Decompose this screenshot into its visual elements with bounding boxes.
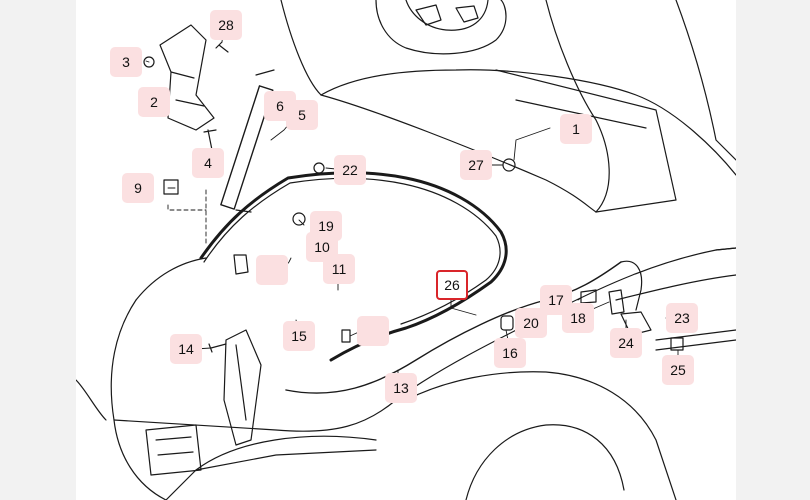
- callout-1[interactable]: 1: [560, 114, 592, 144]
- part-14-clip: [500, 315, 514, 331]
- part-9-clip: [163, 179, 179, 195]
- callout-13[interactable]: 15: [283, 321, 315, 351]
- part-19-clip: [580, 289, 597, 304]
- callout-9[interactable]: 9: [122, 173, 154, 203]
- car-body-outline: [110, 299, 167, 500]
- part-16-bracket: [608, 289, 625, 315]
- callout-14[interactable]: 16: [494, 338, 526, 368]
- left-margin: [0, 0, 76, 500]
- callout-23[interactable]: 25: [662, 355, 694, 385]
- part-12-bolt: [208, 343, 227, 353]
- hinge-upper: [159, 24, 215, 131]
- part-23-clip: [670, 337, 684, 351]
- part-26-bolt: [215, 41, 229, 53]
- hood-seal: [199, 171, 508, 362]
- callout-4[interactable]: 4: [192, 148, 224, 178]
- callout-15[interactable]: 13: [385, 373, 417, 403]
- callout-16[interactable]: 18: [562, 303, 594, 333]
- callout-3[interactable]: 3: [110, 47, 142, 77]
- callout-2[interactable]: 2: [138, 87, 170, 117]
- release-cable: [285, 261, 622, 394]
- part-3-nut: [143, 56, 155, 68]
- part-20-buffer: [313, 162, 325, 174]
- lock-carrier: [223, 329, 262, 446]
- part-27-switch: [341, 329, 351, 343]
- callout-24-selected[interactable]: 26: [436, 270, 468, 300]
- callout-5[interactable]: 5: [286, 100, 318, 130]
- grille: [145, 424, 202, 476]
- hood-assembly-drawing: [76, 0, 736, 500]
- callout-27[interactable]: [357, 316, 389, 346]
- callout-26[interactable]: 28: [210, 10, 242, 40]
- callout-12[interactable]: 14: [170, 334, 202, 364]
- callout-22[interactable]: 24: [610, 328, 642, 358]
- callout-10[interactable]: 10: [306, 232, 338, 262]
- callout-11[interactable]: 11: [323, 254, 355, 284]
- callout-20[interactable]: 22: [334, 155, 366, 185]
- callout-28[interactable]: [256, 255, 288, 285]
- hood-panel: [280, 0, 736, 176]
- right-margin: [736, 0, 810, 500]
- gas-strut: [220, 85, 274, 210]
- callout-25[interactable]: 27: [460, 150, 492, 180]
- callout-21[interactable]: 23: [666, 303, 698, 333]
- callout-18[interactable]: 20: [515, 308, 547, 338]
- parts-diagram-sheet: [76, 0, 736, 500]
- part-28-bracket: [233, 254, 249, 275]
- part-4-bolt: [203, 129, 217, 151]
- part-17-buffer: [292, 212, 306, 226]
